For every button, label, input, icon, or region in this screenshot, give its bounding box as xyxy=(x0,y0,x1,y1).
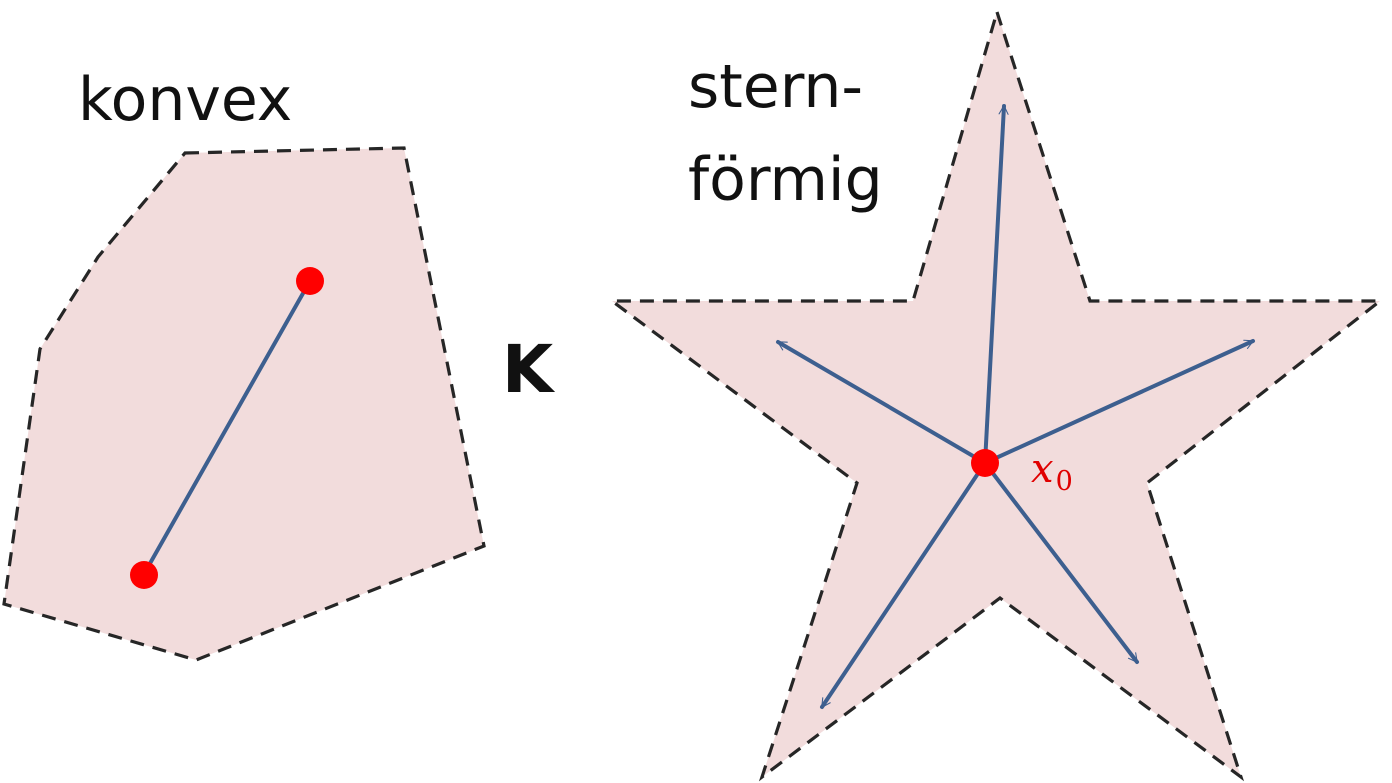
ray-arrow-left xyxy=(776,340,987,465)
center-point-x0 xyxy=(971,449,999,477)
ray-arrow-up xyxy=(983,104,1009,465)
convex-title: konvex xyxy=(78,65,292,135)
star-shaped-title-line2: förmig xyxy=(688,145,883,215)
ray-arrow-right xyxy=(983,339,1255,465)
segment-endpoint-lower xyxy=(130,561,158,589)
star-shaped-title-line1: stern- xyxy=(688,52,863,122)
ray-arrow-lower-right xyxy=(983,461,1139,664)
center-point-label-subscript: 0 xyxy=(1056,466,1073,497)
star-shaped-set-group: x0 stern- förmig xyxy=(607,6,1385,782)
convex-polygon xyxy=(2,146,486,662)
center-point-label-base: x xyxy=(1031,446,1054,492)
center-point-label: x0 xyxy=(1031,446,1073,497)
star-polygon xyxy=(607,6,1385,782)
connecting-segment xyxy=(142,279,312,576)
set-letter-k: K xyxy=(502,331,556,408)
convex-set-group: konvex xyxy=(2,65,486,662)
segment-endpoint-upper xyxy=(296,267,324,295)
ray-arrow-lower-left xyxy=(820,461,987,709)
